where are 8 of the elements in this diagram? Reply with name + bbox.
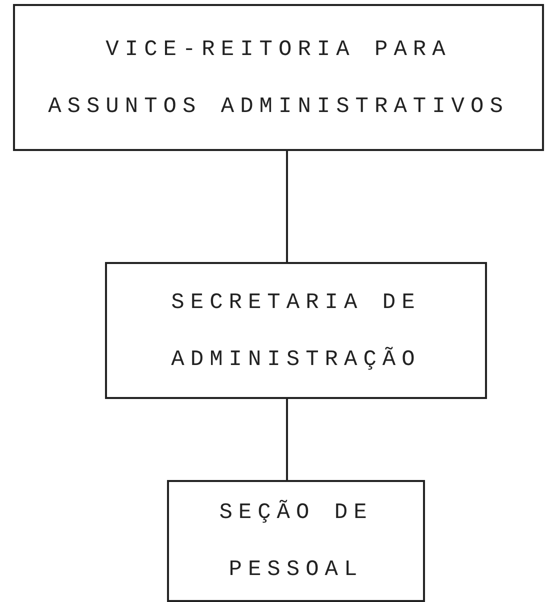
connector-line [286, 399, 288, 480]
org-box [167, 480, 425, 602]
box-label: SECRETARIA DE ADMINISTRAÇÃO [170, 288, 422, 374]
org-box [105, 262, 487, 399]
org-box [13, 4, 544, 151]
box-label: SEÇÃO DE PESSOAL [218, 498, 374, 584]
connector-line [286, 151, 288, 262]
box-label: VICE-REITORIA PARA ASSUNTOS ADMINISTRATIVOS [47, 36, 510, 120]
